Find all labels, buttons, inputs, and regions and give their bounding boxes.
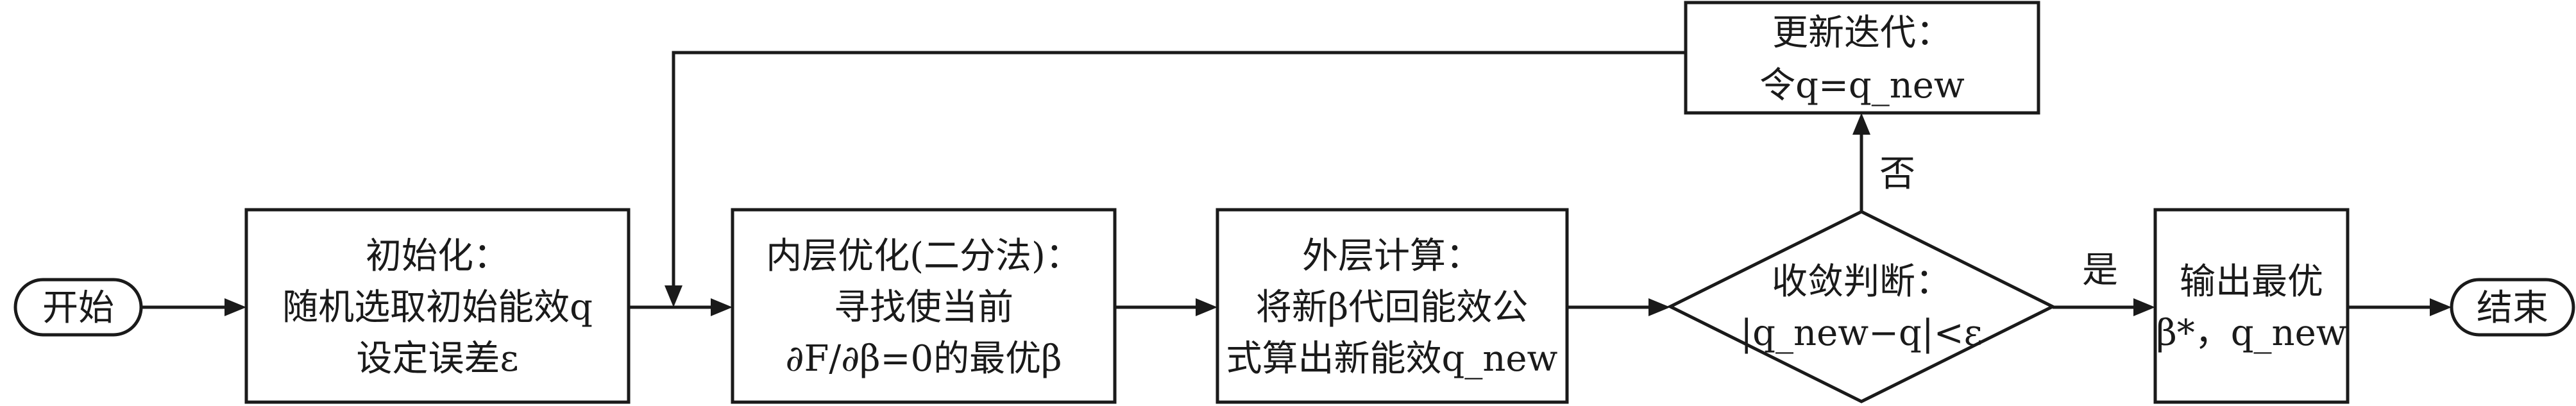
outer-calculation-box <box>1216 208 1569 404</box>
outer-line-2: 将新β代回能效公 <box>1256 287 1528 328</box>
inner-line-2: 寻找使当前 <box>834 287 1013 328</box>
inner-line-1: 内层优化(二分法)： <box>766 235 1081 277</box>
inner-line-3: ∂F/∂β=0的最优β <box>786 338 1062 380</box>
arrowhead-outer <box>1196 298 1217 316</box>
update-iteration-box <box>1684 1 2040 115</box>
arrowhead-end <box>2430 298 2452 316</box>
arrowhead-decision <box>1648 298 1670 316</box>
loop-back-line <box>672 51 1686 288</box>
decision-line-1: 收敛判断： <box>1772 261 1951 303</box>
update-line-1: 更新迭代： <box>1772 12 1952 54</box>
arrowhead-update <box>1852 113 1870 135</box>
inner-optimization-box <box>731 208 1117 404</box>
end-label: 结束 <box>2477 287 2548 329</box>
init-line-2: 随机选取初始能效q <box>282 287 593 328</box>
arrowhead-init <box>225 298 246 316</box>
start-label: 开始 <box>42 287 114 329</box>
output-result-box <box>2153 208 2350 404</box>
arrowhead-output <box>2133 298 2155 316</box>
outer-line-1: 外层计算： <box>1302 235 1482 277</box>
loop-back-arrowhead <box>665 285 682 307</box>
arrowhead-inner <box>711 298 733 316</box>
output-line-2: β*，q_new <box>2156 312 2346 354</box>
no-branch-label: 否 <box>1879 153 1915 195</box>
update-line-2: 令q=q_new <box>1759 65 1965 106</box>
init-line-1: 初始化： <box>366 235 509 277</box>
init-line-3: 设定误差ε <box>356 338 518 380</box>
outer-line-3: 式算出新能效q_new <box>1226 338 1558 380</box>
init-process-box <box>244 208 631 404</box>
output-line-1: 输出最优 <box>2180 261 2323 303</box>
decision-line-2: |q_new−q|<ε <box>1740 312 1982 354</box>
convergence-decision-diamond <box>1666 210 2056 403</box>
yes-branch-label: 是 <box>2082 250 2118 291</box>
